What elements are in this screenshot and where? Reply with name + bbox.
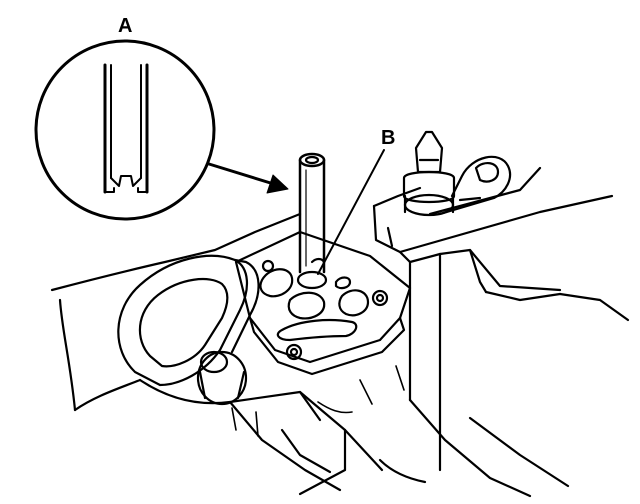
callout-label-b: B — [381, 127, 396, 149]
detail-pointer-arrow — [207, 162, 289, 194]
bracket-bolt — [196, 350, 248, 406]
callout-label-a: A — [118, 15, 133, 37]
surface-detail — [231, 365, 405, 437]
housing-block — [372, 155, 614, 472]
insertion-tool — [298, 152, 326, 274]
lifting-bracket — [117, 254, 260, 387]
guide-stud — [402, 130, 456, 217]
detail-view-a — [34, 39, 216, 221]
housing-outline — [50, 212, 630, 498]
target-hole-b — [296, 270, 328, 290]
leader-line-b — [317, 149, 385, 275]
